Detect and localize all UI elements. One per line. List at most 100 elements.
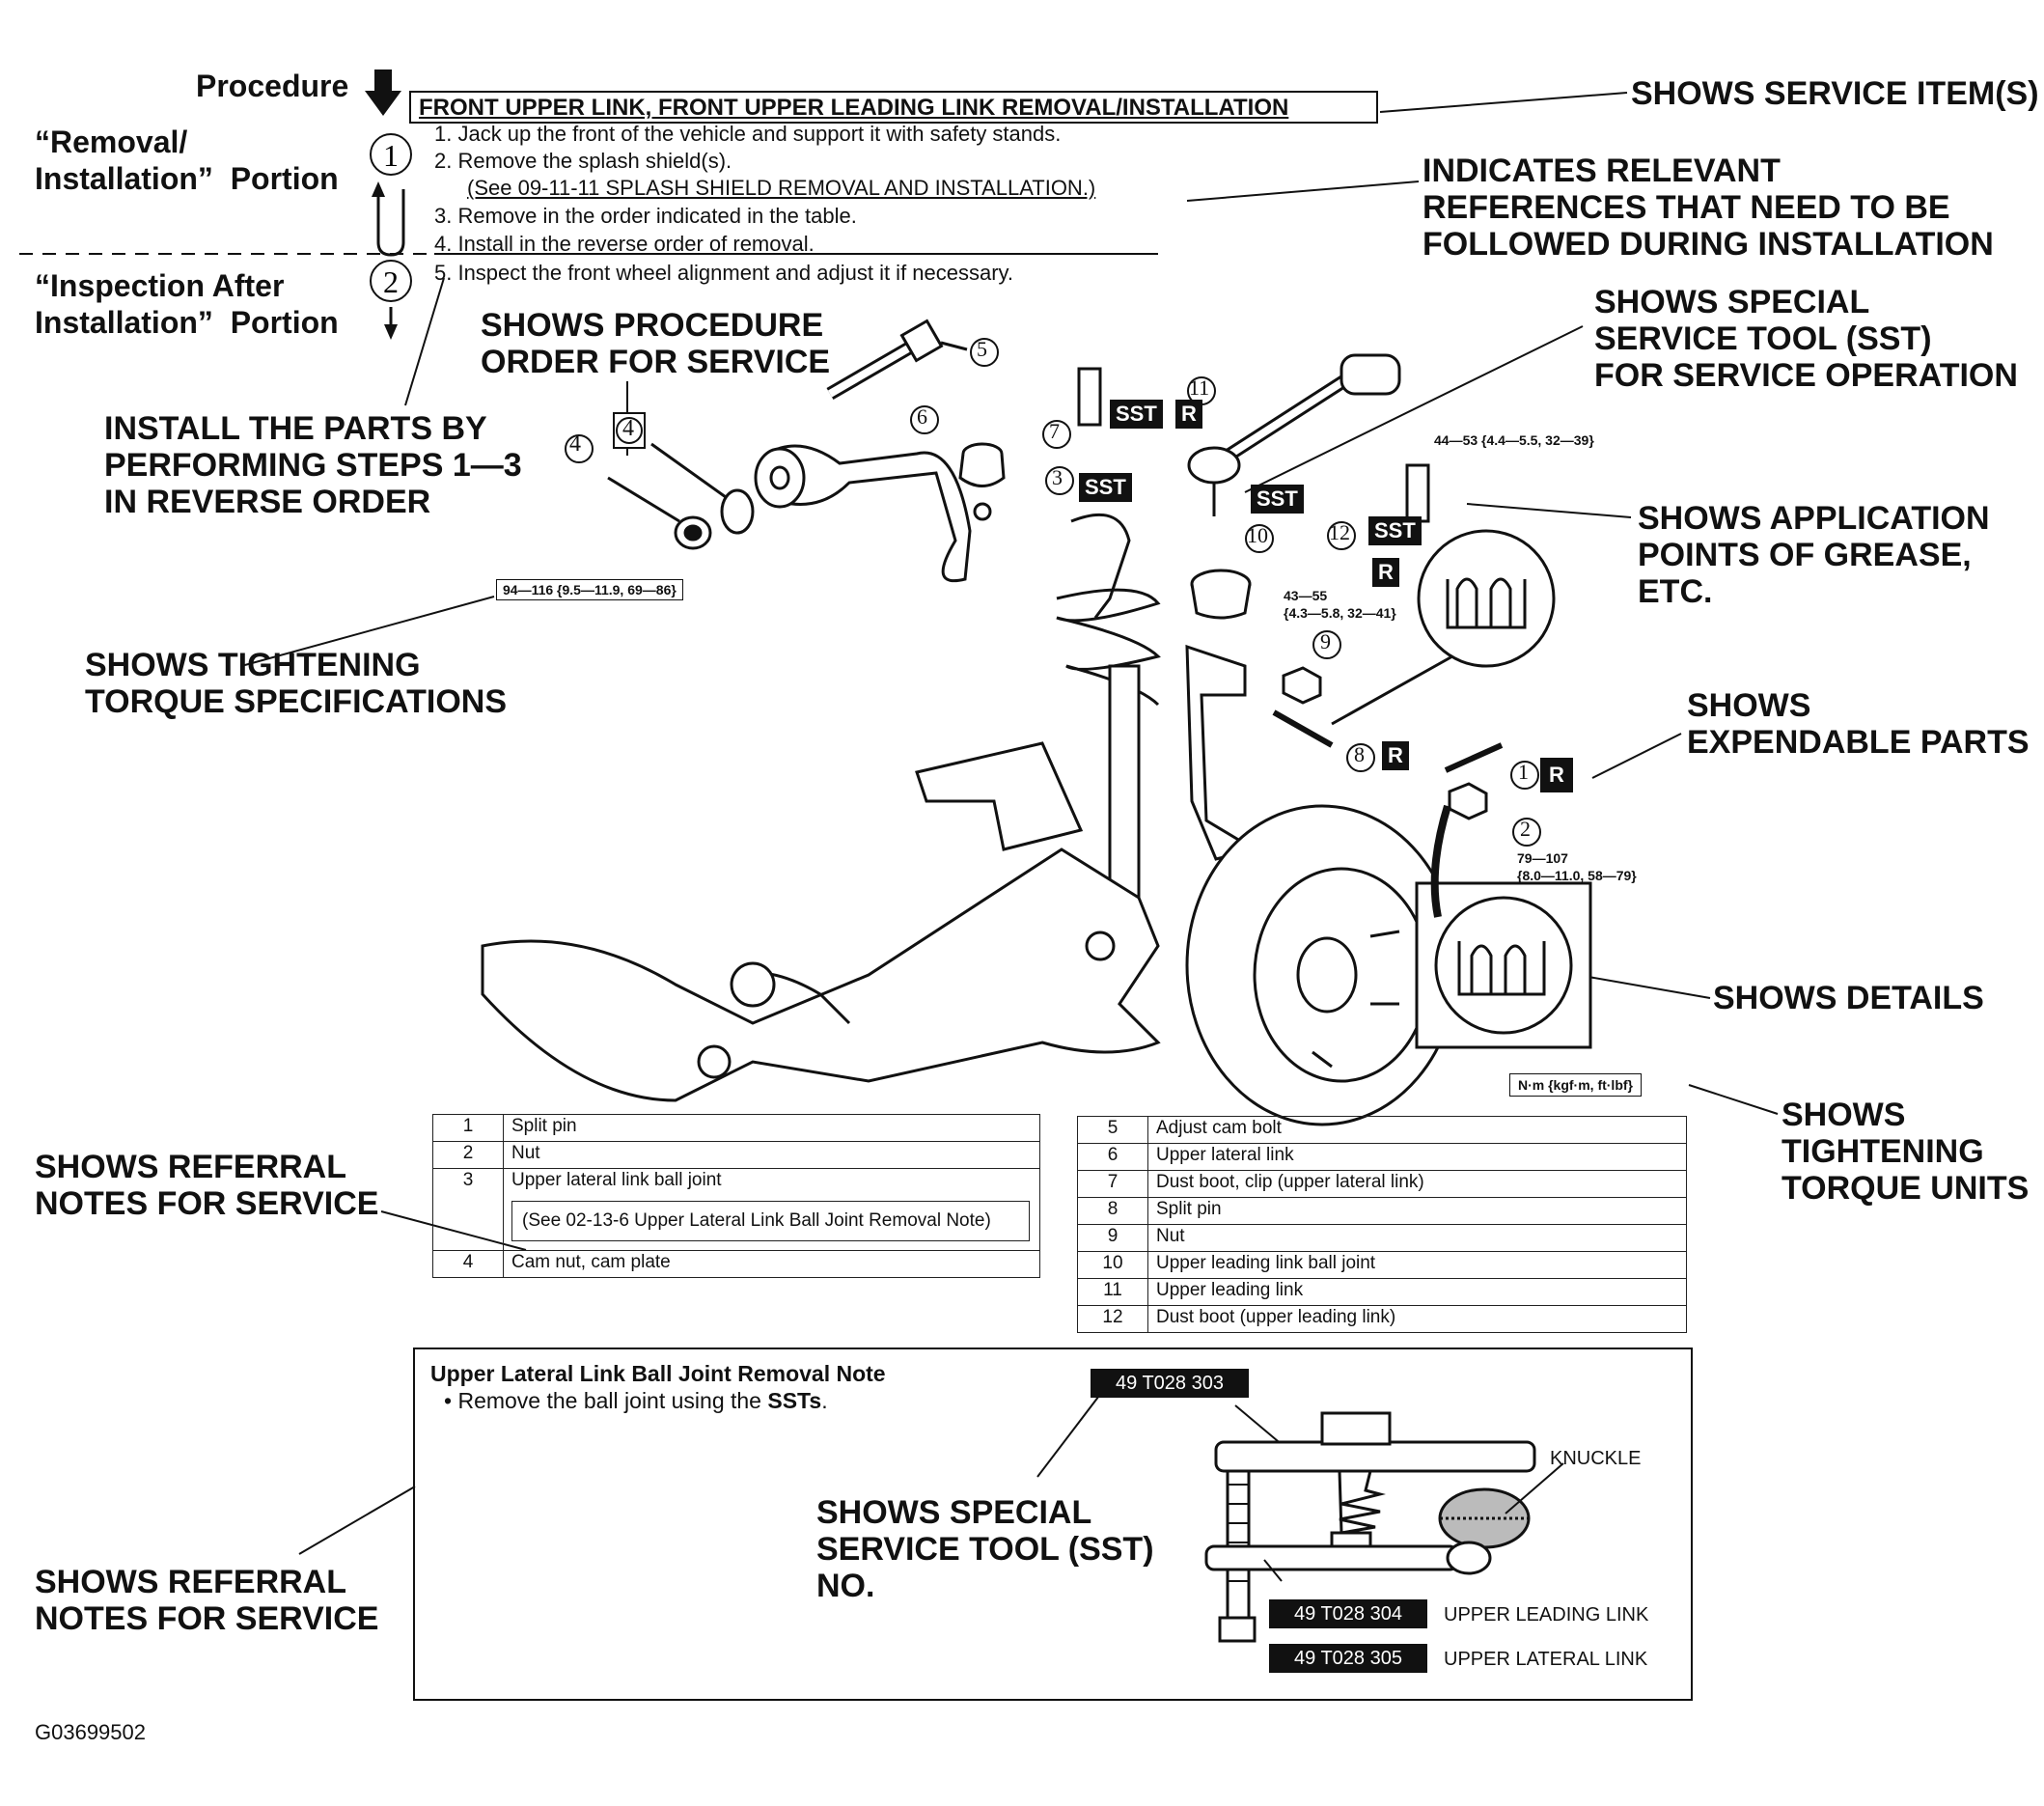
row-num: 5 [1077,1116,1148,1144]
portion-markers: 1 2 [370,133,412,340]
row-num: 1 [432,1114,504,1142]
bullet-bold: SSTs [767,1388,822,1413]
part-num-4a: 4 [569,431,581,457]
part-num-9: 9 [1320,629,1331,653]
sst-number-bot: 49 T028 305 [1269,1644,1427,1673]
callout-referral-2: SHOWS REFERRAL NOTES FOR SERVICE [35,1564,379,1637]
leader-torque-units [1688,1084,1779,1115]
callout-referral-1: SHOWS REFERRAL NOTES FOR SERVICE [35,1149,379,1222]
table-row: 1 Split pin [432,1114,1040,1142]
bullet-icon: • [444,1388,458,1413]
sst-badge-1: SST [1110,400,1163,429]
part-num-12: 12 [1329,520,1350,544]
r-badge-2: R [1372,558,1399,587]
row-num: 10 [1077,1251,1148,1279]
part-num-3: 3 [1052,465,1063,489]
row-name: Upper lateral link ball joint [511,1170,722,1190]
part-num-11: 11 [1189,375,1210,400]
callout-grease: SHOWS APPLICATION POINTS OF GREASE, ETC. [1638,500,1990,610]
removal-note-bullet: • Remove the ball joint using the SSTs. [444,1388,828,1414]
step-2-reference: (See 09-11-11 SPLASH SHIELD REMOVAL AND … [467,176,1096,200]
callout-torque-specs: SHOWS TIGHTENING TORQUE SPECIFICATIONS [85,647,508,720]
row-name: Upper lateral link [1147,1143,1687,1171]
sst-badge-2: SST [1079,473,1132,502]
leader-install-reverse [404,277,445,406]
step-5: 5. Inspect the front wheel alignment and… [434,261,1014,285]
sst-bot-description: UPPER LATERAL LINK [1444,1649,1648,1670]
row-name: Upper leading link [1147,1278,1687,1306]
step-3: 3. Remove in the order indicated in the … [434,204,857,228]
sst-tool-illustration [1204,1404,1564,1643]
callout-service-items: SHOWS SERVICE ITEM(S) [1631,75,2039,112]
sst-number-top: 49 T028 303 [1091,1369,1249,1398]
table-row: 3 Upper lateral link ball joint (See 02-… [432,1168,1040,1251]
part-num-1: 1 [1518,760,1529,784]
part-number-circles [565,338,1541,847]
step-2: 2. Remove the splash shield(s). [434,149,732,173]
row-name: Adjust cam bolt [1147,1116,1687,1144]
part-num-7: 7 [1049,419,1060,443]
torque-spec-2: 44—53 {4.4—5.5, 32—39} [1434,432,1594,448]
row-num: 9 [1077,1224,1148,1252]
marker-1: 1 [383,138,399,173]
service-item-box: FRONT UPPER LINK, FRONT UPPER LEADING LI… [409,91,1378,124]
suspension-drawing [481,319,1592,1126]
torque-spec-3: 43—55 {4.3—5.8, 32—41} [1284,588,1396,621]
step-4: 4. Install in the reverse order of remov… [434,232,815,256]
procedure-label: Procedure [196,69,349,103]
portion-separator [19,253,1158,255]
leader-expendable [1591,733,1682,779]
bullet-text: Remove the ball joint using the [457,1388,768,1413]
callout-torque-units: SHOWS TIGHTENING TORQUE UNITS [1782,1097,2030,1207]
torque-units-box: N·m {kgf·m, ft·lbf} [1509,1073,1642,1097]
table-row: 2 Nut [432,1141,1040,1169]
callout-details: SHOWS DETAILS [1713,980,1984,1016]
callout-references: INDICATES RELEVANT REFERENCES THAT NEED … [1423,153,1994,263]
part-num-2: 2 [1520,817,1531,841]
marker-2: 2 [383,264,399,299]
leader-referral-2 [298,1486,416,1555]
callout-procedure-order: SHOWS PROCEDURE ORDER FOR SERVICE [481,307,831,380]
table-row: 4 Cam nut, cam plate [432,1250,1040,1278]
row-name: Dust boot, clip (upper lateral link) [1147,1170,1687,1198]
parts-table-left: 1 Split pin 2 Nut 3 Upper lateral link b… [432,1114,1040,1278]
step-1: 1. Jack up the front of the vehicle and … [434,122,1062,146]
sst-badge-4: SST [1368,516,1422,545]
r-badge-1: R [1175,400,1202,429]
row-num: 8 [1077,1197,1148,1225]
row-num: 3 [432,1168,504,1251]
removal-installation-label: “Removal/ Installation” Portion [35,125,339,196]
removal-note-title: Upper Lateral Link Ball Joint Removal No… [430,1361,886,1386]
part-num-5: 5 [977,337,987,361]
row-name: Cam nut, cam plate [503,1250,1040,1278]
leader-references [1186,181,1420,202]
part-num-6: 6 [917,404,927,429]
part-num-10: 10 [1247,523,1268,547]
bullet-end: . [821,1388,828,1413]
sst-number-mid: 49 T028 304 [1269,1599,1427,1628]
callout-expendable: SHOWS EXPENDABLE PARTS [1687,687,2030,761]
part-num-8: 8 [1354,742,1365,766]
row-name: Split pin [503,1114,1040,1142]
row-name-with-note: Upper lateral link ball joint (See 02-13… [503,1168,1040,1251]
row-num: 4 [432,1250,504,1278]
leader-service-items [1379,92,1628,113]
row-num: 2 [432,1141,504,1169]
row-name: Nut [503,1141,1040,1169]
procedure-down-arrow-icon [365,69,401,116]
leader-sst [1244,325,1584,493]
knuckle-label: KNUCKLE [1550,1448,1642,1469]
row-num: 7 [1077,1170,1148,1198]
row-num: 11 [1077,1278,1148,1306]
row-num: 6 [1077,1143,1148,1171]
